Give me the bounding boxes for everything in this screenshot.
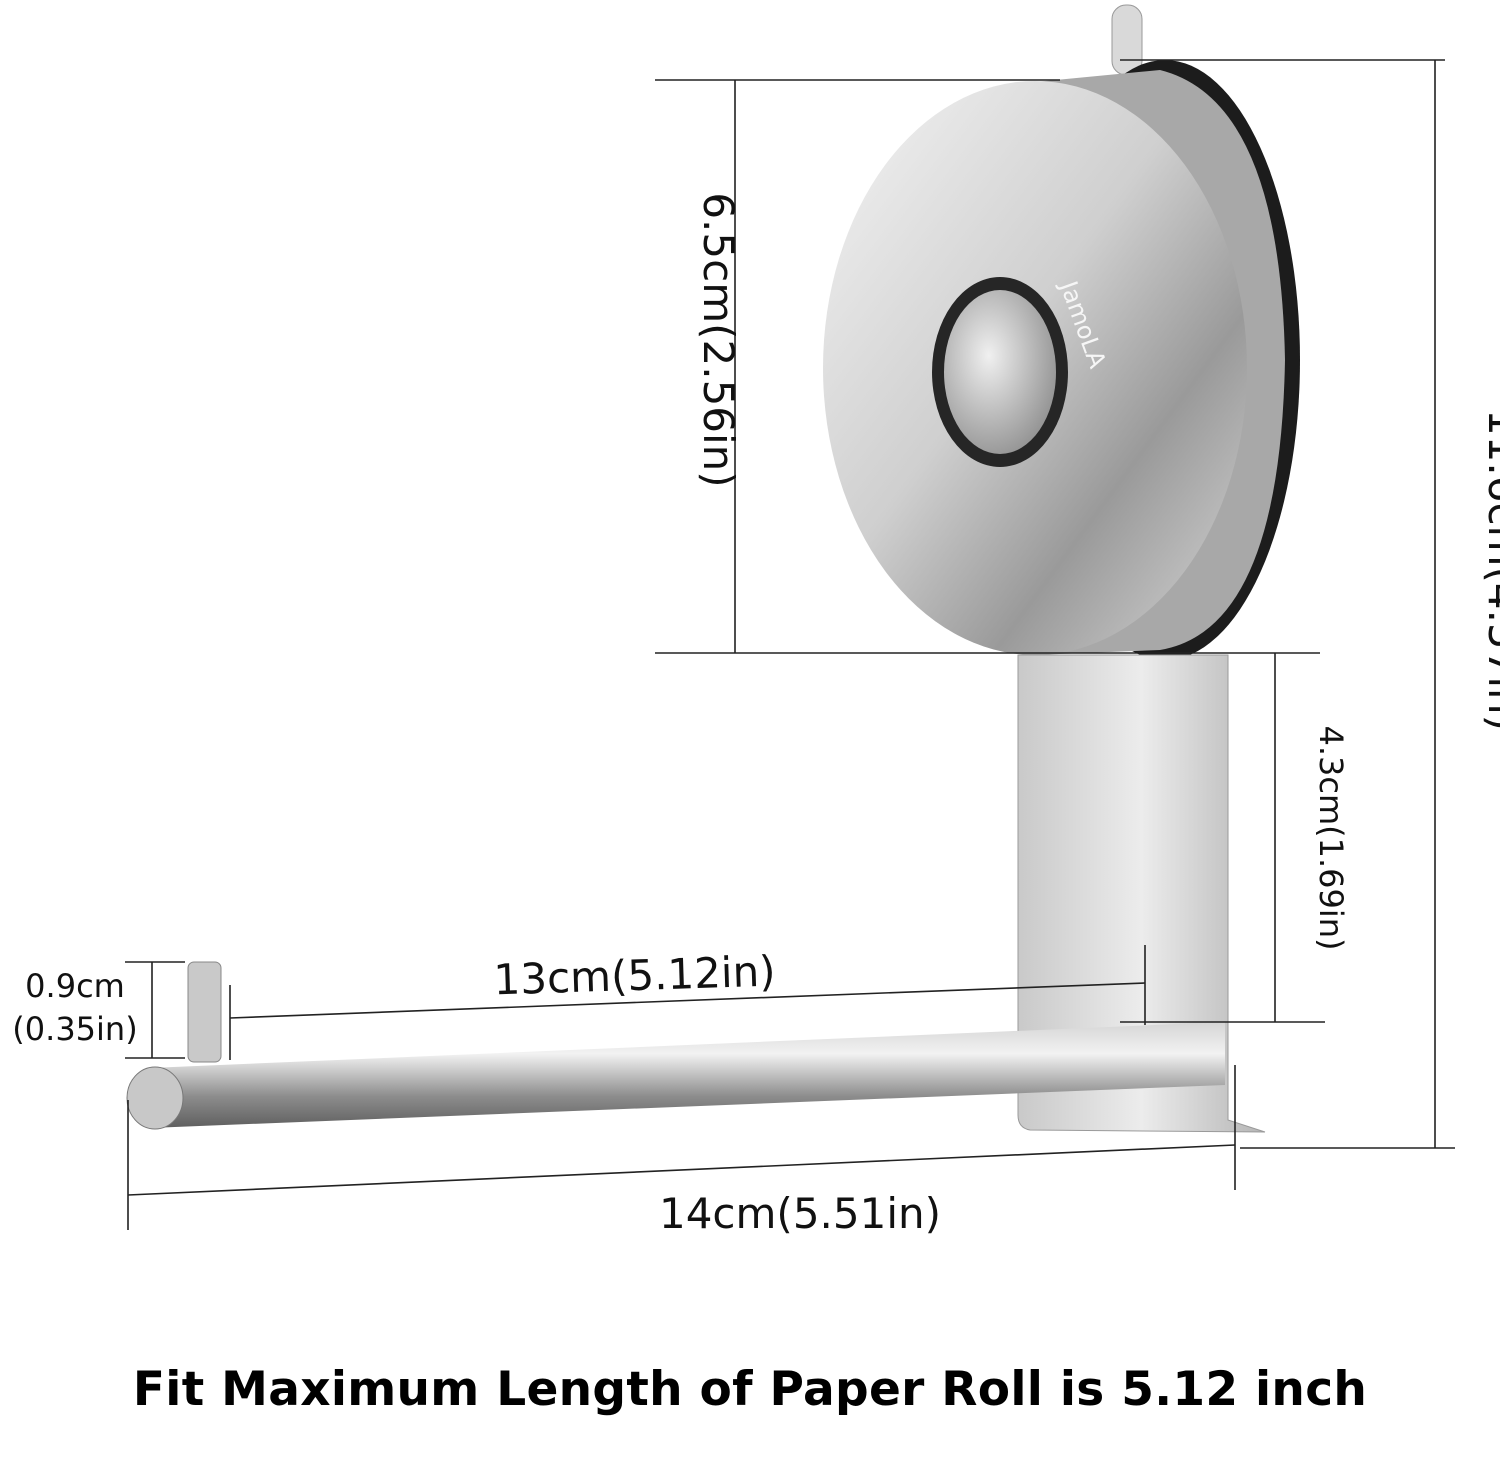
dimension-pin-height: 0.9cm (0.35in) bbox=[12, 961, 231, 1060]
rod-end-cap bbox=[126, 1066, 184, 1130]
total-height-label: 11.6cm(4.57in) bbox=[1479, 409, 1500, 731]
top-hook bbox=[1111, 4, 1143, 76]
bracket-plate bbox=[1017, 654, 1266, 1133]
bracket-height-label: 4.3cm(1.69in) bbox=[1312, 725, 1350, 950]
dimension-total-height: 11.6cm(4.57in) bbox=[1120, 59, 1500, 1149]
dimension-bracket-height: 4.3cm(1.69in) bbox=[1120, 653, 1350, 1023]
dimension-disc-height: 6.5cm(2.56in) bbox=[655, 79, 1320, 654]
pin-height-in-label: (0.35in) bbox=[12, 1010, 137, 1048]
holder-rod bbox=[150, 1022, 1225, 1128]
dimension-usable-length: 13cm(5.12in) bbox=[229, 945, 1146, 1025]
disc-height-label: 6.5cm(2.56in) bbox=[694, 192, 743, 487]
usable-length-label: 13cm(5.12in) bbox=[493, 947, 776, 1005]
total-length-label: 14cm(5.51in) bbox=[659, 1189, 941, 1238]
release-button bbox=[944, 290, 1056, 454]
retaining-pin bbox=[187, 961, 222, 1063]
dimension-total-length: 14cm(5.51in) bbox=[127, 1065, 1236, 1238]
pin-height-cm-label: 0.9cm bbox=[25, 967, 125, 1005]
caption: Fit Maximum Length of Paper Roll is 5.12… bbox=[132, 1362, 1368, 1417]
